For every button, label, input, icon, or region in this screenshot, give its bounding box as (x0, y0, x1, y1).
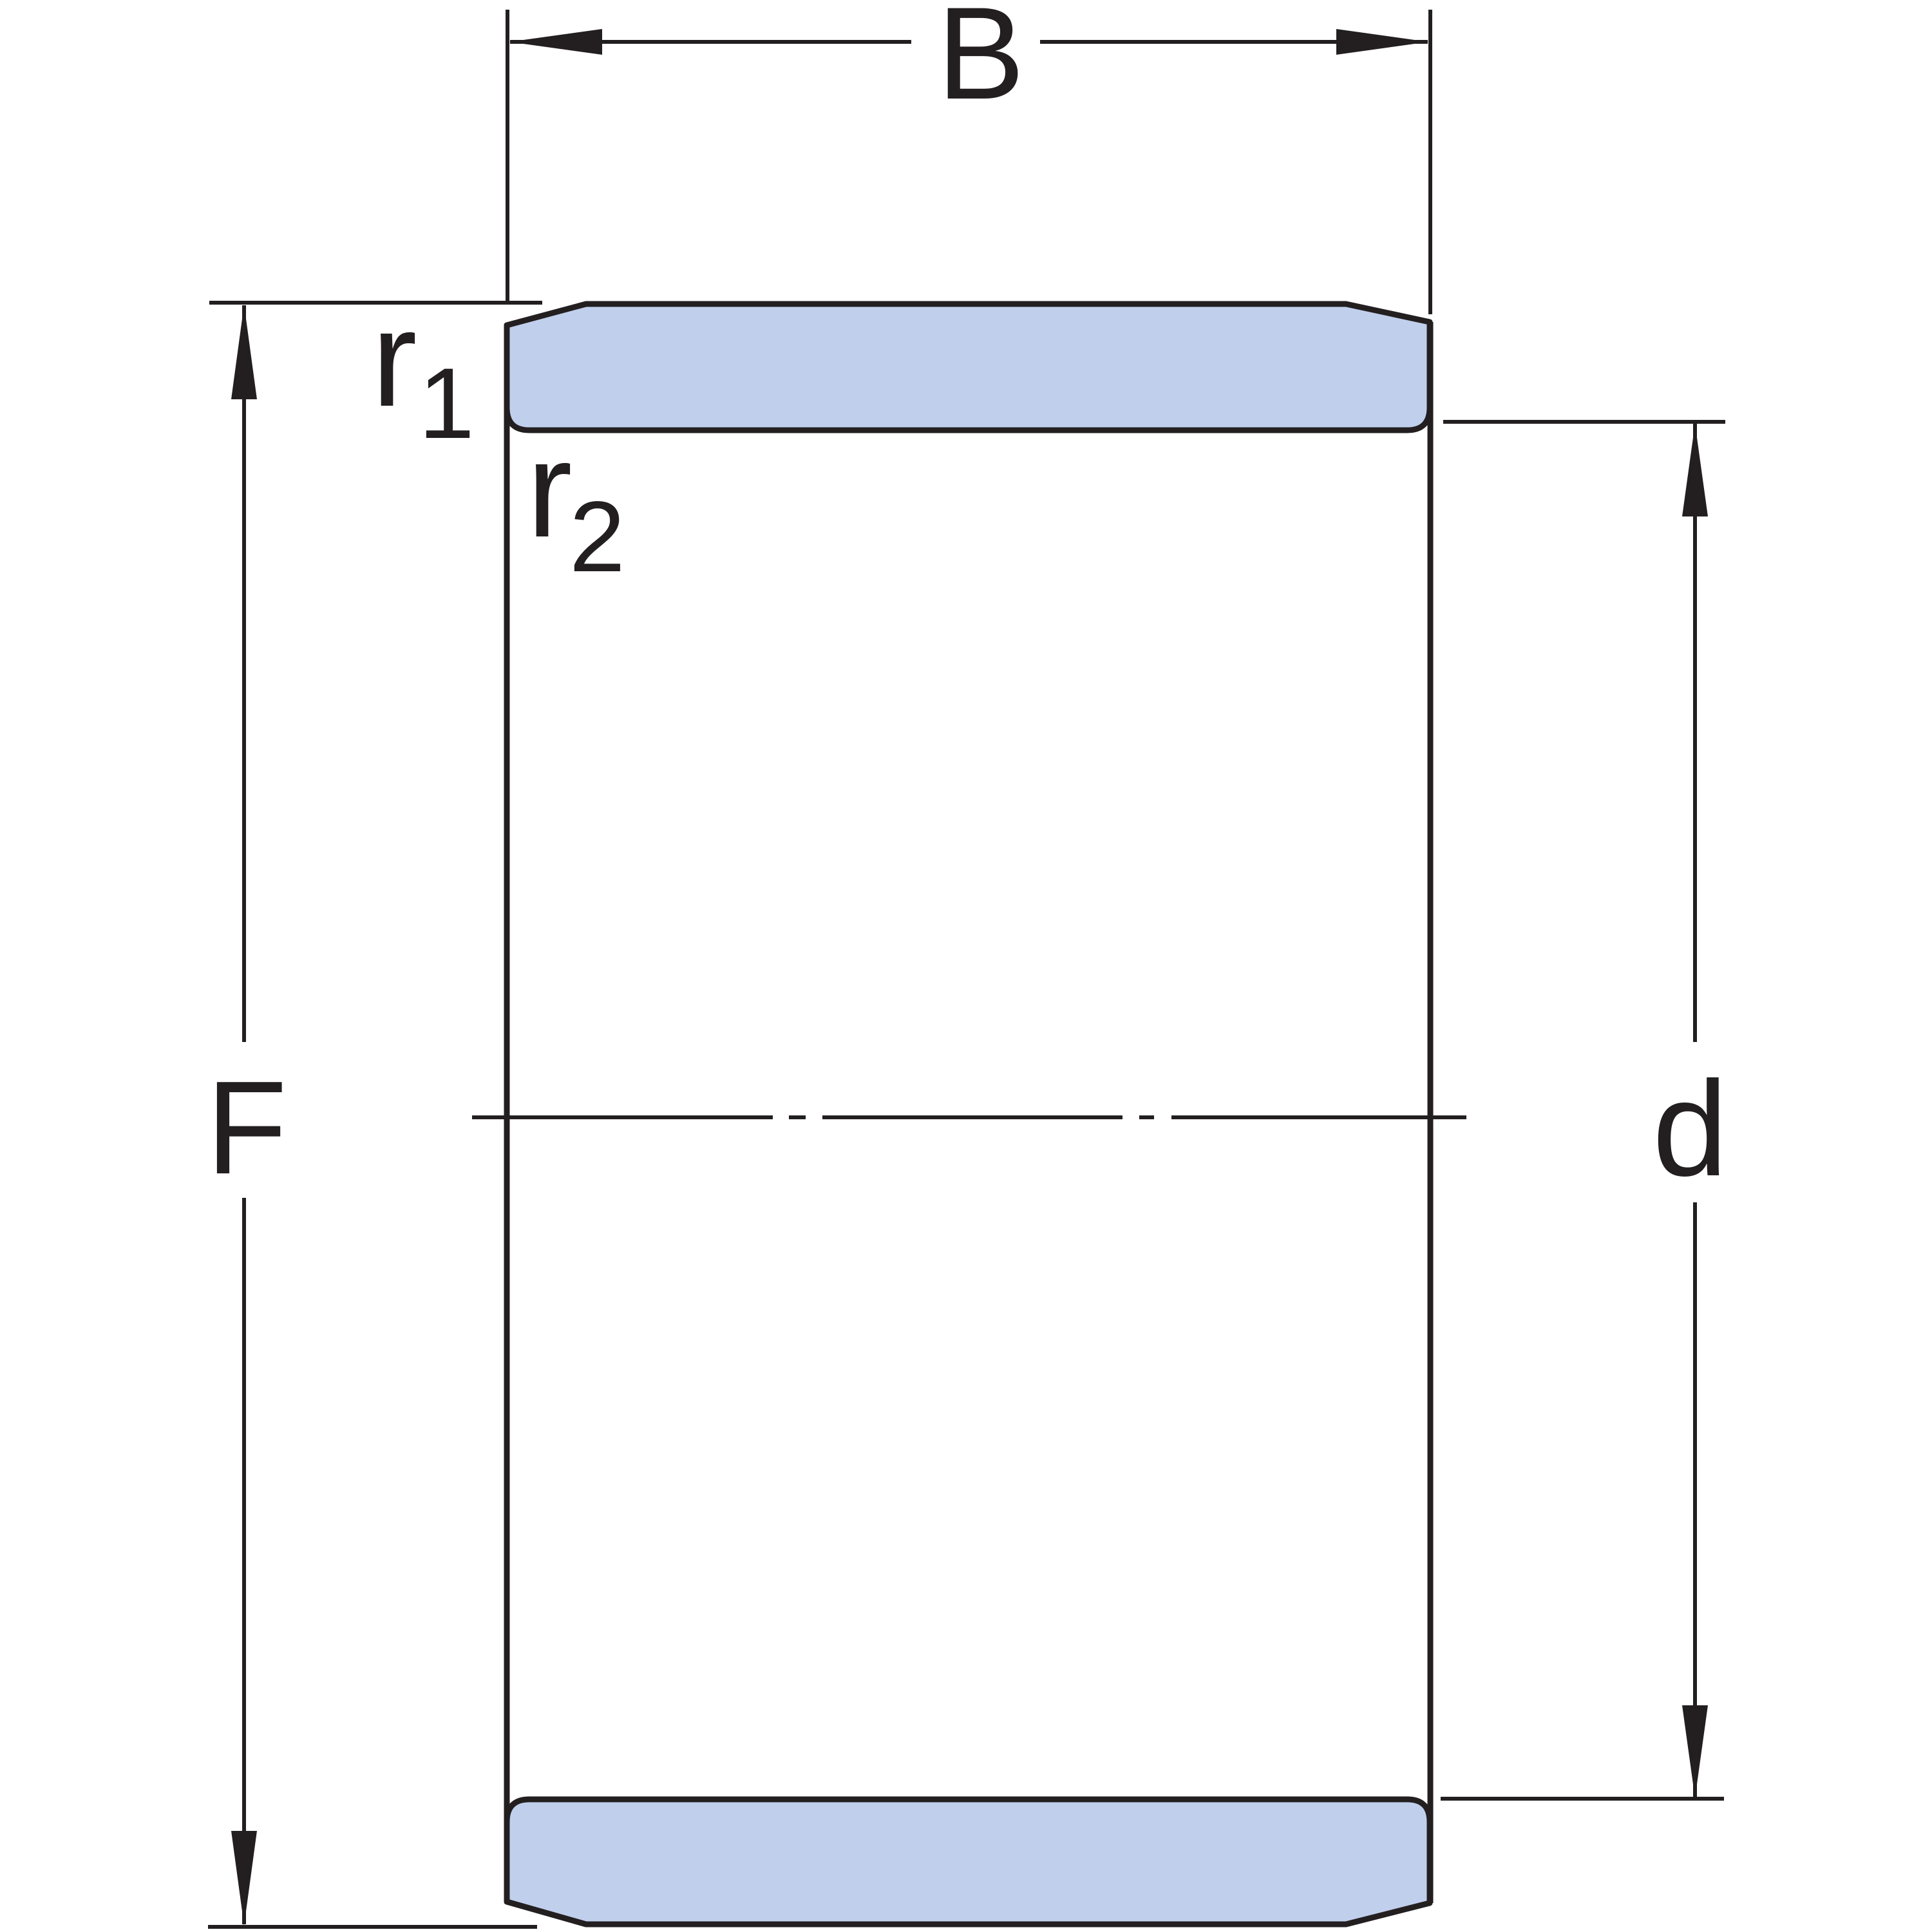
b-dimension-label: B (937, 0, 1025, 127)
b-left-arrowhead-icon (509, 29, 602, 55)
f-dimension: F (206, 305, 287, 1926)
d-dimension-label: d (1653, 1053, 1728, 1204)
r2-subscript: 2 (569, 481, 625, 593)
b-dimension: B (509, 0, 1428, 127)
d-top-arrowhead-icon (1682, 424, 1708, 516)
d-dimension: d (1653, 424, 1728, 1798)
r1-label: r 1 (372, 282, 475, 460)
f-top-arrowhead-icon (231, 305, 257, 399)
top-ring-section (504, 301, 1433, 433)
f-dimension-label: F (206, 1054, 287, 1202)
r1-base: r (372, 282, 417, 435)
d-bottom-arrowhead-icon (1682, 1705, 1708, 1798)
b-right-arrowhead-icon (1336, 29, 1428, 55)
f-bottom-arrowhead-icon (231, 1831, 257, 1926)
bottom-ring-section (504, 1796, 1433, 1927)
r1-subscript: 1 (419, 348, 475, 460)
r2-base: r (527, 413, 573, 565)
r2-label: r 2 (527, 413, 625, 593)
